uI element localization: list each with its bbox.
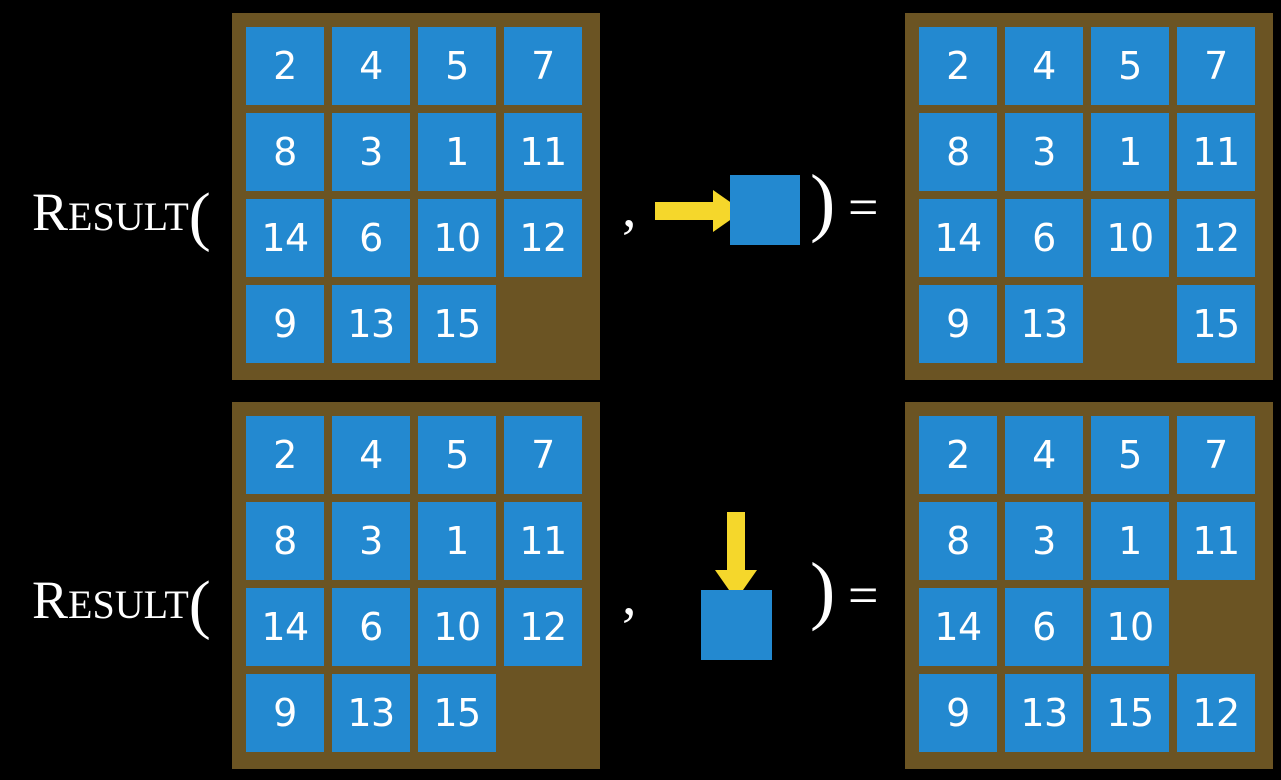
empty-slot: [504, 674, 582, 752]
tile[interactable]: 10: [1091, 588, 1169, 666]
tile[interactable]: 12: [1177, 674, 1255, 752]
tile[interactable]: 9: [919, 285, 997, 363]
tile[interactable]: 3: [332, 113, 410, 191]
tile[interactable]: 12: [1177, 199, 1255, 277]
result-label-row2-first: R: [32, 570, 69, 630]
result-label-row2: RESULT(: [32, 564, 211, 638]
tile[interactable]: 6: [1005, 588, 1083, 666]
tile[interactable]: 6: [1005, 199, 1083, 277]
tile[interactable]: 11: [1177, 502, 1255, 580]
tile[interactable]: 6: [332, 199, 410, 277]
tile[interactable]: 7: [1177, 27, 1255, 105]
tile[interactable]: 13: [332, 674, 410, 752]
tile[interactable]: 11: [504, 113, 582, 191]
result-label-row1-first: R: [32, 182, 69, 242]
tile[interactable]: 10: [1091, 199, 1169, 277]
tile[interactable]: 10: [418, 199, 496, 277]
tile[interactable]: 5: [418, 27, 496, 105]
tile[interactable]: 7: [504, 416, 582, 494]
empty-slot: [504, 285, 582, 363]
tile[interactable]: 9: [919, 674, 997, 752]
input-board-row1-grid: 2 4 5 7 8 3 1 11 14 6 10 12 9 13 15: [246, 27, 586, 363]
tile[interactable]: 7: [1177, 416, 1255, 494]
tile[interactable]: 3: [1005, 502, 1083, 580]
tile[interactable]: 9: [246, 285, 324, 363]
equals-row2: =: [848, 565, 879, 625]
slide-down-target-square[interactable]: [701, 590, 772, 660]
tile[interactable]: 3: [1005, 113, 1083, 191]
result-label-row1: RESULT(: [32, 176, 211, 250]
comma-row1: ,: [622, 174, 637, 239]
tile[interactable]: 15: [1091, 674, 1169, 752]
tile[interactable]: 8: [919, 113, 997, 191]
tile[interactable]: 5: [1091, 416, 1169, 494]
tile[interactable]: 3: [332, 502, 410, 580]
tile[interactable]: 15: [1177, 285, 1255, 363]
tile[interactable]: 5: [418, 416, 496, 494]
arrow-right-icon: [655, 190, 743, 232]
tile[interactable]: 13: [1005, 285, 1083, 363]
tile[interactable]: 5: [1091, 27, 1169, 105]
tile[interactable]: 13: [332, 285, 410, 363]
output-board-row1: 2 4 5 7 8 3 1 11 14 6 10 12 9 13 15: [905, 13, 1273, 380]
result-label-row2-rest: ESULT: [68, 582, 189, 627]
tile[interactable]: 4: [1005, 27, 1083, 105]
tile[interactable]: 8: [919, 502, 997, 580]
tile[interactable]: 8: [246, 502, 324, 580]
input-board-row2: 2 4 5 7 8 3 1 11 14 6 10 12 9 13 15: [232, 402, 600, 769]
empty-slot: [1177, 588, 1255, 666]
tile[interactable]: 1: [418, 113, 496, 191]
output-board-row2: 2 4 5 7 8 3 1 11 14 6 10 9 13 15 12: [905, 402, 1273, 769]
tile[interactable]: 1: [1091, 113, 1169, 191]
tile[interactable]: 8: [246, 113, 324, 191]
tile[interactable]: 9: [246, 674, 324, 752]
tile[interactable]: 13: [1005, 674, 1083, 752]
tile[interactable]: 4: [332, 416, 410, 494]
result-label-row1-rest: ESULT: [68, 194, 189, 239]
tile[interactable]: 4: [1005, 416, 1083, 494]
slide-right-target-square[interactable]: [730, 175, 800, 245]
output-board-row1-grid: 2 4 5 7 8 3 1 11 14 6 10 12 9 13 15: [919, 27, 1259, 363]
empty-slot: [1091, 285, 1169, 363]
tile[interactable]: 2: [919, 27, 997, 105]
close-paren-row2: ): [810, 548, 836, 632]
tile[interactable]: 12: [504, 588, 582, 666]
comma-row2: ,: [622, 562, 637, 627]
tile[interactable]: 14: [919, 199, 997, 277]
tile[interactable]: 11: [1177, 113, 1255, 191]
tile[interactable]: 12: [504, 199, 582, 277]
tile[interactable]: 2: [919, 416, 997, 494]
tile[interactable]: 14: [246, 199, 324, 277]
tile[interactable]: 1: [1091, 502, 1169, 580]
tile[interactable]: 11: [504, 502, 582, 580]
tile[interactable]: 15: [418, 674, 496, 752]
tile[interactable]: 6: [332, 588, 410, 666]
tile[interactable]: 2: [246, 27, 324, 105]
output-board-row2-grid: 2 4 5 7 8 3 1 11 14 6 10 9 13 15 12: [919, 416, 1259, 752]
tile[interactable]: 14: [246, 588, 324, 666]
close-paren-row1: ): [810, 160, 836, 244]
result-label-row2-open-paren: (: [188, 568, 211, 641]
input-board-row1: 2 4 5 7 8 3 1 11 14 6 10 12 9 13 15: [232, 13, 600, 380]
tile[interactable]: 4: [332, 27, 410, 105]
equals-row1: =: [848, 177, 879, 237]
result-label-row1-open-paren: (: [188, 180, 211, 253]
tile[interactable]: 1: [418, 502, 496, 580]
tile[interactable]: 7: [504, 27, 582, 105]
tile[interactable]: 15: [418, 285, 496, 363]
tile[interactable]: 14: [919, 588, 997, 666]
arrow-down-icon: [715, 512, 757, 600]
input-board-row2-grid: 2 4 5 7 8 3 1 11 14 6 10 12 9 13 15: [246, 416, 586, 752]
tile[interactable]: 10: [418, 588, 496, 666]
tile[interactable]: 2: [246, 416, 324, 494]
